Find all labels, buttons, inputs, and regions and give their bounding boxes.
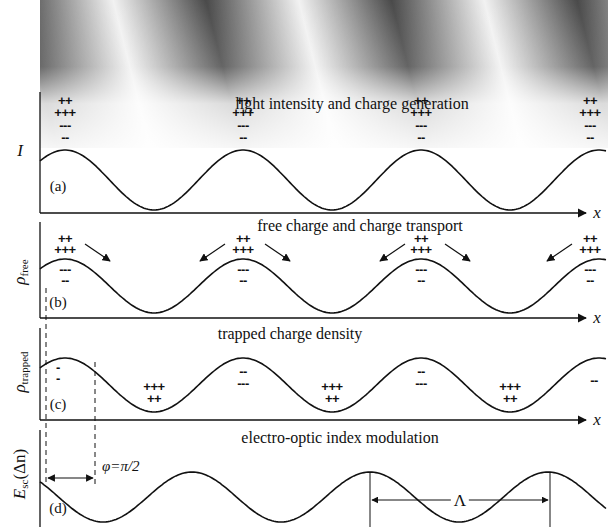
- axis-line: [40, 317, 586, 318]
- axis-label-group: Esc(Δn): [11, 449, 30, 499]
- axis-line: [40, 212, 586, 213]
- charge-sign: +++: [232, 106, 253, 119]
- axis-label: x: [593, 411, 601, 428]
- index-modulation-curve: [40, 472, 606, 522]
- panel-title: electro-optic index modulation: [241, 430, 438, 446]
- charge-sign: ++: [503, 392, 517, 405]
- charge-sign: +++: [579, 243, 600, 256]
- phase-arrow: [48, 477, 93, 478]
- charge-sign: +++: [232, 243, 253, 256]
- interference-fringes: [40, 0, 608, 148]
- axis-label: ρ: [10, 384, 29, 392]
- charge-sign: -: [56, 372, 60, 385]
- panel-tag: (d): [49, 501, 67, 516]
- axis-label-group: ρfree: [11, 259, 30, 284]
- axis-line: [39, 328, 40, 420]
- charge-sign: --: [586, 131, 594, 144]
- axis-line: [39, 430, 40, 527]
- trapped-charge-curve: [40, 358, 606, 412]
- phase-label: φ=π/2: [102, 459, 140, 474]
- charge-sign: --: [239, 274, 247, 287]
- charge-sign: +++: [410, 243, 431, 256]
- charge-sign: --: [417, 131, 425, 144]
- axis-label: E: [10, 489, 29, 499]
- free-charge-curve: [40, 259, 606, 313]
- charge-sign: --: [417, 274, 425, 287]
- axis-label: (Δn): [10, 449, 29, 480]
- panel-tag: (a): [50, 179, 67, 194]
- charge-sign: ---: [237, 377, 249, 390]
- panel-title: free charge and charge transport: [257, 218, 463, 234]
- axis-label: I: [17, 142, 23, 159]
- charge-sign: --: [239, 131, 247, 144]
- charge-sign: --: [590, 374, 598, 387]
- axis-label: free: [18, 259, 30, 276]
- axis-line: [39, 222, 40, 318]
- charge-sign: +++: [54, 243, 75, 256]
- charge-sign: +++: [54, 106, 75, 119]
- charge-sign: --: [586, 274, 594, 287]
- panel-tag: (c): [50, 397, 67, 412]
- transport-arrows: [85, 244, 572, 261]
- axes: [40, 92, 586, 527]
- intensity-curve: [40, 150, 606, 210]
- axis-line: [40, 419, 586, 420]
- axis-label: x: [593, 309, 601, 326]
- charge-sign: --: [61, 274, 69, 287]
- axis-label-group: ρtrapped: [11, 351, 30, 392]
- panel-tag: (b): [49, 295, 67, 310]
- axis-label: sc: [18, 480, 30, 489]
- charge-sign: --: [61, 131, 69, 144]
- period-label: Λ: [451, 492, 469, 509]
- charge-sign: ++: [147, 392, 161, 405]
- axis-label: x: [593, 204, 601, 221]
- charge-sign: +++: [579, 106, 600, 119]
- fringe-fade: [40, 0, 608, 148]
- axis-line: [39, 92, 40, 213]
- charge-sign: +++: [410, 106, 431, 119]
- panel-title: trapped charge density: [218, 326, 363, 342]
- axis-label: ρ: [10, 276, 29, 284]
- charge-sign: ---: [415, 377, 427, 390]
- period-marks: [370, 472, 550, 527]
- axis-label: trapped: [18, 351, 30, 384]
- panel-title: light intensity and charge generation: [235, 96, 468, 112]
- phase-guides: [46, 288, 95, 486]
- charge-sign: ++: [325, 392, 339, 405]
